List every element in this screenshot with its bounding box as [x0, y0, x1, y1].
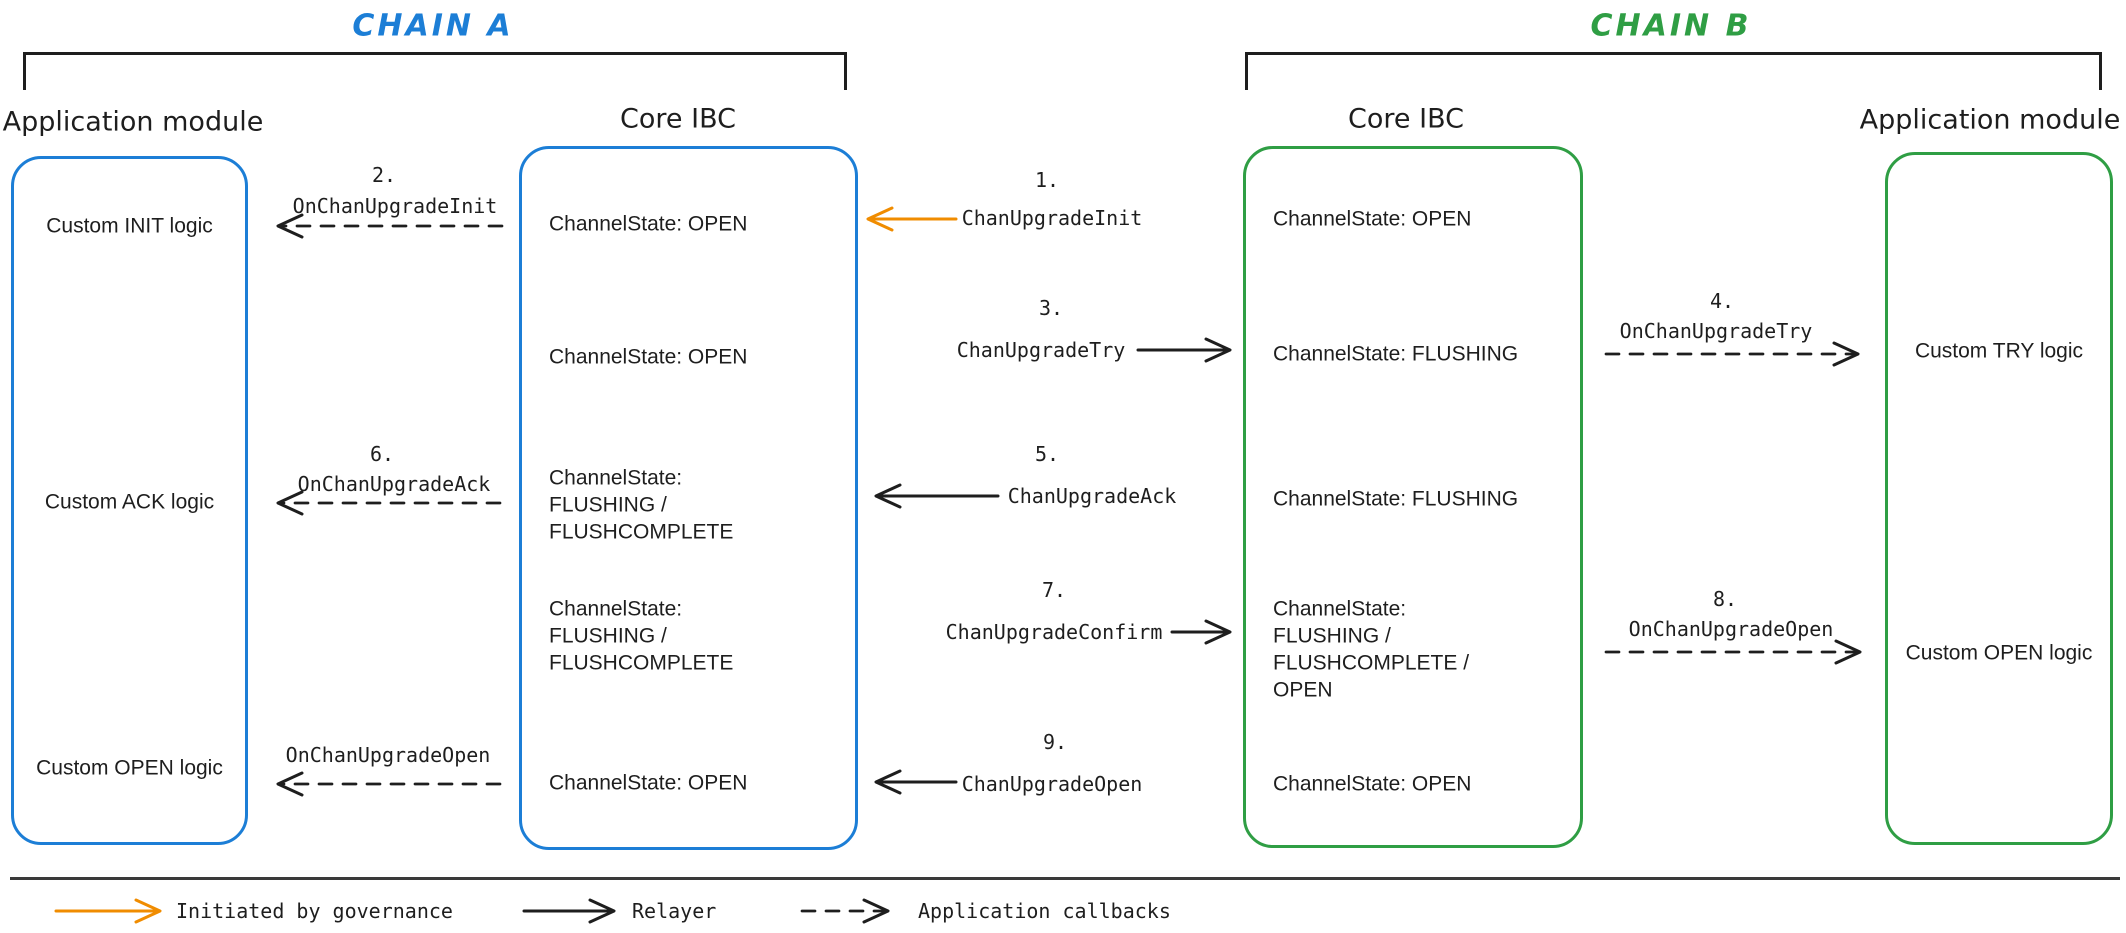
- core-a-state-5: ChannelState: OPEN: [549, 771, 748, 795]
- msg9-label: ChanUpgradeOpen: [961, 772, 1143, 796]
- chain-a-title: CHAIN A: [352, 8, 514, 44]
- core-ibc-b-label: Core IBC: [1348, 103, 1464, 135]
- app-module-a-label: Application module: [2, 106, 264, 138]
- msg2-callback-arrow-icon: [276, 213, 504, 239]
- core-ibc-a-label: Core IBC: [620, 103, 736, 135]
- msg2-number: 2.: [371, 163, 397, 187]
- msg1-label: ChanUpgradeInit: [961, 206, 1143, 230]
- core-a-state-1: ChannelState: OPEN: [549, 212, 748, 236]
- msg4-number: 4.: [1709, 289, 1735, 313]
- chain-b-title: CHAIN B: [1590, 8, 1752, 44]
- msg3-relayer-arrow-icon: [1136, 337, 1232, 363]
- msg4-label: OnChanUpgradeTry: [1619, 319, 1813, 343]
- core-ibc-a-box: ChannelState: OPEN ChannelState: OPEN Ch…: [519, 146, 858, 850]
- msg8-number: 8.: [1712, 587, 1738, 611]
- app-a-custom-init-logic: Custom INIT logic: [46, 214, 213, 238]
- msg9-relayer-arrow-icon: [874, 769, 958, 795]
- msg7-number: 7.: [1041, 578, 1067, 602]
- legend-divider: [10, 877, 2120, 880]
- legend-relayer-arrow-icon: [522, 898, 616, 924]
- app-a-custom-ack-logic: Custom ACK logic: [44, 490, 215, 514]
- app-b-custom-open-logic: Custom OPEN logic: [1905, 641, 2093, 665]
- legend-governance-label: Initiated by governance: [176, 899, 453, 923]
- msg4-callback-arrow-icon: [1604, 341, 1860, 367]
- core-b-state-5: ChannelState: OPEN: [1273, 772, 1472, 796]
- core-a-state-2: ChannelState: OPEN: [549, 345, 748, 369]
- core-b-state-1: ChannelState: OPEN: [1273, 207, 1472, 231]
- msg7-relayer-arrow-icon: [1170, 619, 1232, 645]
- msg5-label: ChanUpgradeAck: [1007, 484, 1177, 508]
- msg2-label: OnChanUpgradeInit: [292, 194, 498, 218]
- msg8-callback-arrow-icon: [1604, 639, 1862, 665]
- msg5-relayer-arrow-icon: [874, 483, 1000, 509]
- core-b-state-2: ChannelState: FLUSHING: [1273, 342, 1519, 366]
- legend-callbacks-label: Application callbacks: [918, 899, 1171, 923]
- core-b-state-3: ChannelState: FLUSHING: [1273, 487, 1519, 511]
- msg3-number: 3.: [1038, 296, 1064, 320]
- app-a-custom-open-logic: Custom OPEN logic: [36, 756, 223, 780]
- msg1-number: 1.: [1034, 168, 1060, 192]
- core-a-state-3: ChannelState: FLUSHING / FLUSHCOMPLETE: [549, 466, 734, 544]
- msg8-label: OnChanUpgradeOpen: [1628, 617, 1834, 641]
- legend-relayer-label: Relayer: [632, 899, 717, 923]
- msg10-label: OnChanUpgradeOpen: [285, 743, 491, 767]
- app-module-b-box: Custom TRY logic Custom OPEN logic: [1885, 152, 2113, 845]
- core-b-state-4: ChannelState: FLUSHING / FLUSHCOMPLETE /…: [1273, 597, 1470, 701]
- msg9-number: 9.: [1042, 730, 1068, 754]
- app-module-b-label: Application module: [1859, 104, 2121, 136]
- msg5-number: 5.: [1034, 442, 1060, 466]
- msg7-label: ChanUpgradeConfirm: [945, 620, 1163, 644]
- msg10-callback-arrow-icon: [276, 771, 502, 797]
- core-a-state-4: ChannelState: FLUSHING / FLUSHCOMPLETE: [549, 597, 734, 675]
- app-b-custom-try-logic: Custom TRY logic: [1914, 339, 2084, 363]
- app-module-a-box: Custom INIT logic Custom ACK logic Custo…: [11, 156, 248, 845]
- msg6-number: 6.: [369, 442, 395, 466]
- msg6-label: OnChanUpgradeAck: [297, 472, 491, 496]
- chain-a-bracket: [23, 52, 847, 90]
- msg6-callback-arrow-icon: [276, 490, 502, 516]
- core-ibc-b-box: ChannelState: OPEN ChannelState: FLUSHIN…: [1243, 146, 1583, 848]
- chain-b-bracket: [1245, 52, 2102, 90]
- legend-callbacks-arrow-icon: [800, 898, 890, 924]
- msg1-governance-arrow-icon: [866, 206, 958, 232]
- legend-governance-arrow-icon: [54, 898, 162, 924]
- msg3-label: ChanUpgradeTry: [956, 338, 1126, 362]
